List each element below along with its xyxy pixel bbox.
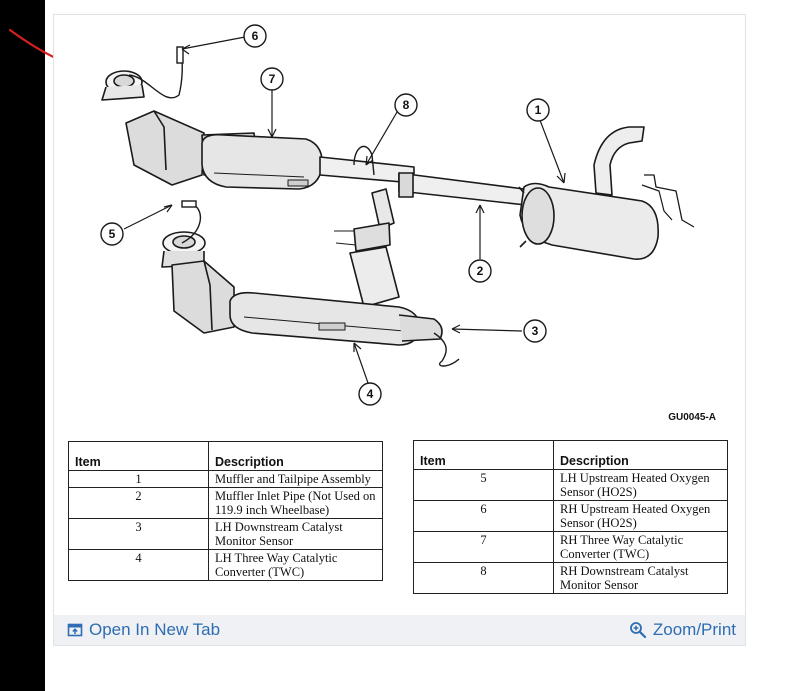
table-row: 6 RH Upstream Heated Oxygen Sensor (HO2S… [413,500,728,532]
table-row: 4 LH Three Way Catalytic Converter (TWC) [68,549,383,581]
image-card: 6 7 8 1 2 3 4 5 GU0045-A Item Descriptio… [53,14,746,646]
leader-5 [123,204,173,230]
rh-upstream-sensor-plug [176,46,184,64]
leader-3 [451,328,523,332]
header-item: Item [68,441,209,471]
callout-5-circle [100,222,124,246]
table-header-row: Item Description [413,440,728,470]
card-footer: Open In New Tab Zoom/Print [54,615,745,645]
table-row: 7 RH Three Way Catalytic Converter (TWC) [413,531,728,563]
leader-1 [537,114,565,184]
header-item: Item [413,440,554,470]
muffler [518,182,659,260]
item-number: 8 [413,562,554,594]
item-description: RH Upstream Heated Oxygen Sensor (HO2S) [553,500,728,532]
item-description: LH Upstream Heated Oxygen Sensor (HO2S) [553,469,728,501]
rh-twc-body [201,133,323,190]
item-description: LH Three Way Catalytic Converter (TWC) [208,549,383,581]
callout-1-circle [526,98,550,122]
callout-3-circle [523,319,547,343]
item-description: RH Downstream Catalyst Monitor Sensor [553,562,728,594]
table-row: 2 Muffler Inlet Pipe (Not Used on 119.9 … [68,487,383,519]
item-description: Muffler and Tailpipe Assembly [208,470,383,488]
item-number: 6 [413,500,554,532]
zoom-print-label: Zoom/Print [652,620,736,639]
table-header-row: Item Description [68,441,383,471]
item-number: 5 [413,469,554,501]
header-description: Description [208,441,383,471]
callout-3-label: 3 [532,324,539,338]
exhaust-diagram: 6 7 8 1 2 3 4 5 GU0045-A Item Descriptio… [54,15,745,615]
lh-downstream-sensor-wire [433,332,460,367]
callout-1-label: 1 [535,103,542,117]
table-row: 3 LH Downstream Catalyst Monitor Sensor [68,518,383,550]
callout-4-label: 4 [367,387,374,401]
open-tab-icon [67,623,83,637]
exhaust-system-drawing: 6 7 8 1 2 3 4 5 GU0045-A [100,24,716,423]
item-description: RH Three Way Catalytic Converter (TWC) [553,531,728,563]
leader-8 [365,106,401,166]
item-description: LH Downstream Catalyst Monitor Sensor [208,518,383,550]
callout-6-circle [243,24,267,48]
lh-catalytic-converter [171,260,235,334]
callout-5-label: 5 [109,227,116,241]
zoom-print-link[interactable]: Zoom/Print [629,620,736,640]
leader-4 [353,342,369,384]
rh-manifold-flange [101,70,145,101]
leader-6 [181,36,246,50]
item-number: 7 [413,531,554,563]
item-number: 2 [68,487,209,519]
callout-8-circle [394,93,418,117]
item-number: 4 [68,549,209,581]
figure-code: GU0045-A [668,412,716,423]
table-row: 5 LH Upstream Heated Oxygen Sensor (HO2S… [413,469,728,501]
legend-table-left: Item Description 1 Muffler and Tailpipe … [68,441,383,581]
left-black-bar [0,0,45,691]
tailpipe [593,126,695,228]
item-description: Muffler Inlet Pipe (Not Used on 119.9 in… [208,487,383,519]
legend-table-right: Item Description 5 LH Upstream Heated Ox… [413,440,728,594]
lh-y-pipe [334,188,400,308]
muffler-inlet-pipe [398,172,527,206]
callout-2-label: 2 [477,264,484,278]
callout-7-circle [260,67,284,91]
callout-7-label: 7 [269,72,276,86]
item-number: 3 [68,518,209,550]
callout-4-circle [358,382,382,406]
item-number: 1 [68,470,209,488]
lh-manifold-flange [161,231,206,268]
table-row: 8 RH Downstream Catalyst Monitor Sensor [413,562,728,594]
lh-twc-body [229,291,443,346]
callout-2-circle [468,259,492,283]
table-row: 1 Muffler and Tailpipe Assembly [68,470,383,488]
y-joint-clamp [398,172,414,198]
header-description: Description [553,440,728,470]
callout-8-label: 8 [403,98,410,112]
open-in-new-tab-link[interactable]: Open In New Tab [67,620,220,640]
lh-upstream-sensor-plug [181,200,197,208]
open-in-new-tab-label: Open In New Tab [89,620,221,639]
magnifier-plus-icon [629,622,646,639]
callout-6-label: 6 [252,29,259,43]
